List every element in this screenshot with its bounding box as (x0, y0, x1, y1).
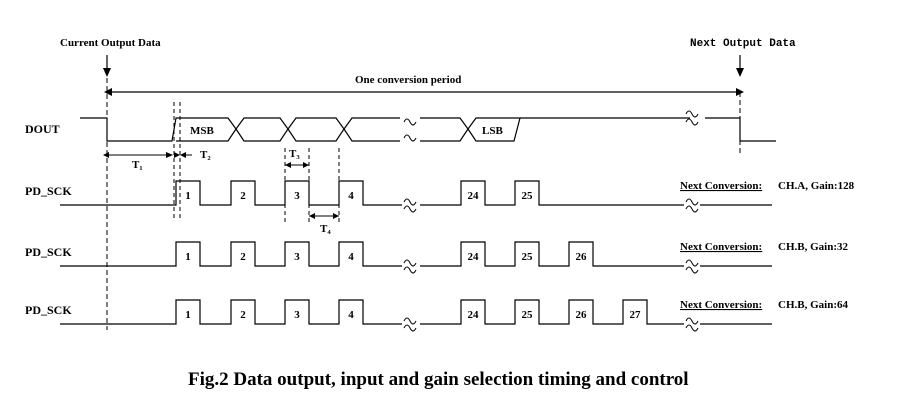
next-conversion-value: CH.B, Gain:32 (778, 241, 848, 253)
conversion-period-label: One conversion period (355, 74, 461, 86)
next-conversion-label: Next Conversion: (680, 180, 762, 192)
next-conversion-label: Next Conversion: (680, 299, 762, 311)
pulse-number: 1 (185, 309, 191, 321)
pulse-number: 4 (348, 251, 354, 263)
t2-label: T₂ (200, 149, 211, 161)
sck-break-mark (685, 317, 699, 332)
pulse-number: 2 (240, 190, 246, 202)
pulse-number: 27 (630, 309, 642, 321)
t4-label: T₄ (320, 223, 331, 235)
pulse-number: 24 (468, 190, 480, 202)
sck-break-mark (403, 198, 417, 213)
pulse-number: 25 (522, 190, 534, 202)
current-output-label: Current Output Data (60, 37, 161, 49)
dout-label: DOUT (25, 122, 60, 136)
next-output-arrow (736, 55, 744, 77)
pulse-number: 25 (522, 251, 534, 263)
next-conversion-value: CH.B, Gain:64 (778, 299, 848, 311)
lsb-label: LSB (482, 125, 503, 137)
sck-row-1: 1 2 3 4 24 25 Next Conversion: CH.A, Gain:128 (60, 180, 855, 213)
sck-break-mark (685, 259, 699, 274)
t1-label: T₁ (132, 159, 143, 171)
t3-label: T₃ (289, 148, 300, 160)
pulse-number: 3 (294, 190, 300, 202)
sck-row-3-label: PD_SCK (25, 303, 72, 317)
pulse-number: 24 (468, 309, 480, 321)
msb-label: MSB (190, 125, 215, 137)
t4-marker (309, 213, 339, 219)
next-conversion-value: CH.A, Gain:128 (778, 180, 855, 192)
conversion-period-arrow (104, 88, 744, 96)
current-output-arrow (103, 55, 111, 77)
pulse-number: 26 (576, 251, 588, 263)
sck-break-mark (403, 317, 417, 332)
pulse-number: 4 (348, 309, 354, 321)
dout-break-marks (403, 110, 699, 142)
pulse-number: 25 (522, 309, 534, 321)
sck-row-2-label: PD_SCK (25, 245, 72, 259)
pulse-number: 3 (294, 251, 300, 263)
sck-row-3: 1 2 3 4 24 25 26 27 Next Conversion: CH.B, Gain:6… (60, 299, 848, 332)
pulse-number: 24 (468, 251, 480, 263)
next-conversion-label: Next Conversion: (680, 241, 762, 253)
pulse-number: 1 (185, 190, 191, 202)
sck-row-2: 1 2 3 4 24 25 26 Next Conversion: CH.B, Gain:32 (60, 241, 848, 274)
sck-row-1-label: PD_SCK (25, 184, 72, 198)
pulse-number: 26 (576, 309, 588, 321)
sck-break-mark (685, 198, 699, 213)
t2-marker (174, 152, 192, 158)
next-output-label: Next Output Data (690, 38, 796, 50)
pulse-number: 2 (240, 251, 246, 263)
pulse-number: 4 (348, 190, 354, 202)
sck-break-mark (403, 259, 417, 274)
pulse-number: 3 (294, 309, 300, 321)
t1-marker (103, 152, 173, 158)
pulse-number: 2 (240, 309, 246, 321)
figure-caption: Fig.2 Data output, input and gain select… (188, 369, 689, 390)
dout-waveform (80, 117, 776, 142)
t3-marker (285, 162, 309, 168)
pulse-number: 1 (185, 251, 191, 263)
